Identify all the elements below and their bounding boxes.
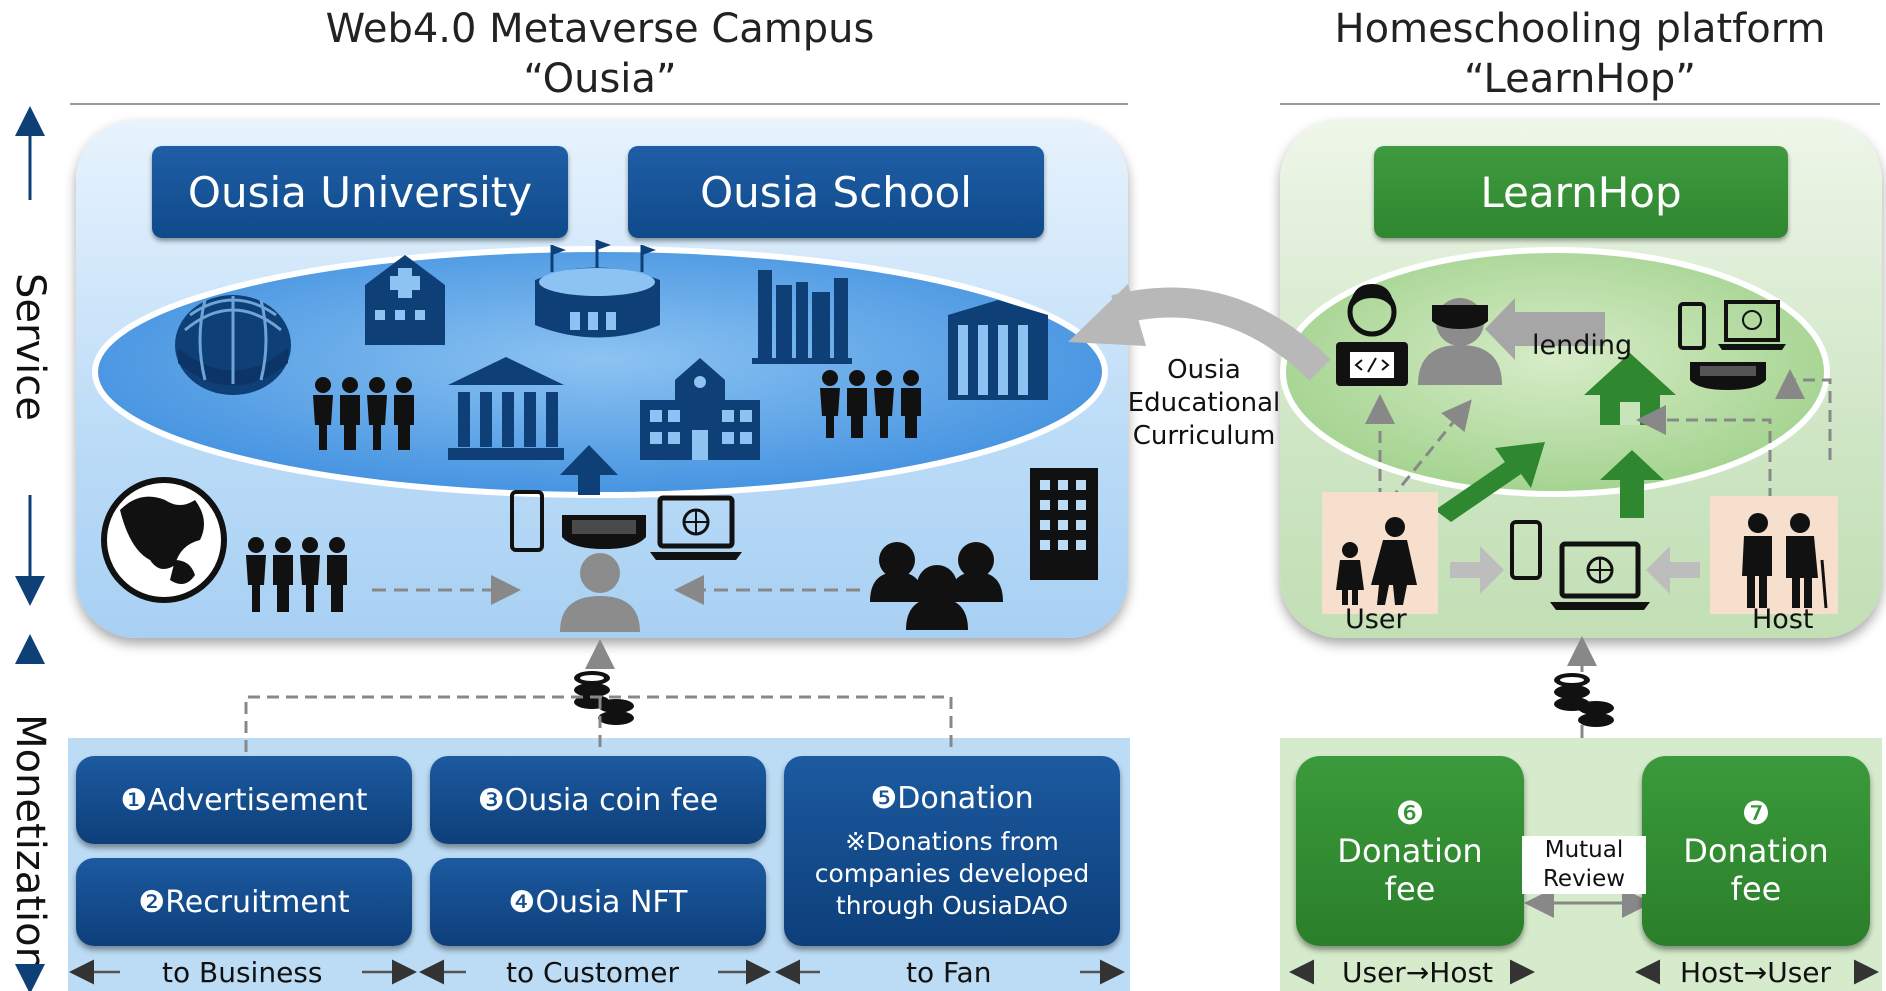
museum-icon	[948, 300, 1048, 400]
people-group-icon-2	[820, 370, 921, 438]
host-box	[1710, 496, 1838, 614]
host-label: Host	[1752, 604, 1814, 635]
coins-icon-learnhop	[1554, 673, 1614, 727]
user-label: User	[1345, 604, 1407, 635]
donation-7: Donation	[1683, 832, 1829, 870]
to-fan-label: to Fan	[906, 956, 992, 989]
people-group-icon-3	[246, 537, 347, 612]
user-to-home-arrow	[1435, 442, 1545, 522]
vr-headset-icon	[562, 515, 646, 549]
donation-note-1: ※Donations from	[845, 826, 1059, 856]
hospital-icon	[365, 255, 445, 345]
num6: ❻	[1395, 794, 1425, 832]
ousia-university-button[interactable]: Ousia University	[152, 146, 568, 238]
mutual-review-label: Mutual Review	[1522, 836, 1646, 894]
user-donation-fee-button[interactable]: ❼ Donation fee	[1642, 756, 1870, 946]
donation-title: ❺Donation	[870, 780, 1034, 816]
advertisement-button[interactable]: ❶Advertisement	[76, 756, 412, 844]
learnhop-dashed-arrows	[1365, 369, 1832, 501]
lending-arrow	[1485, 298, 1605, 360]
ousia-title: Web4.0 Metaverse Campus “Ousia”	[120, 4, 1080, 104]
ousia-title-line1: Web4.0 Metaverse Campus	[325, 6, 875, 52]
learnhop-title-line2: “LearnHop”	[1464, 56, 1696, 102]
avatar-icon	[560, 553, 640, 632]
devices-icon	[1678, 300, 1786, 390]
ousia-title-rule	[70, 103, 1128, 105]
globe-icon	[101, 477, 227, 603]
fee-6: fee	[1384, 870, 1436, 908]
learnhop-title: Homeschooling platform “LearnHop”	[1280, 4, 1880, 104]
learnhop-ellipse	[1280, 247, 1830, 497]
num7: ❼	[1741, 794, 1771, 832]
office-building-icon	[1030, 468, 1098, 580]
upload-arrow-icon	[560, 445, 618, 495]
school-icon	[640, 358, 760, 460]
dome-stadium-icon	[175, 295, 291, 395]
donation-button[interactable]: ❺Donation ※Donations from companies deve…	[784, 756, 1120, 946]
mutual-text: Mutual	[1544, 837, 1624, 863]
user-host-label: User→Host	[1342, 956, 1494, 989]
host-user-label: Host→User	[1680, 956, 1832, 989]
curriculum-label: Ousia Educational Curriculum	[1124, 354, 1284, 453]
donation-note-2: companies developed	[814, 858, 1090, 888]
learnhop-phone-icon	[1510, 520, 1542, 580]
fee-7: fee	[1730, 870, 1782, 908]
learnhop-title-rule	[1280, 103, 1880, 105]
to-customer-label: to Customer	[506, 956, 680, 989]
elderly-icon	[1742, 513, 1828, 609]
lending-label: lending	[1532, 330, 1633, 361]
curriculum-line3: Curriculum	[1132, 421, 1276, 451]
people-group-icon-1	[313, 377, 414, 450]
coin-fee-button[interactable]: ❸Ousia coin fee	[430, 756, 766, 844]
review-text: Review	[1542, 866, 1626, 892]
curriculum-arrow	[1068, 284, 1331, 381]
laptop-icon	[650, 495, 742, 560]
curriculum-line1: Ousia	[1167, 355, 1241, 385]
phone-icon	[510, 490, 544, 552]
donation-6: Donation	[1337, 832, 1483, 870]
crowd-icon	[870, 542, 1003, 630]
host-to-device-arrow	[1646, 546, 1700, 594]
ousia-school-button[interactable]: Ousia School	[628, 146, 1044, 238]
curriculum-line2: Educational	[1127, 388, 1281, 418]
children-icon	[1336, 517, 1417, 605]
learnhop-button[interactable]: LearnHop	[1374, 146, 1788, 238]
learnhop-laptop-icon	[1550, 541, 1650, 610]
device-to-home-arrow	[1600, 450, 1664, 518]
to-business-label: to Business	[162, 956, 323, 989]
museum-building-icon	[448, 357, 564, 460]
user-to-device-arrow	[1450, 546, 1504, 594]
ousia-title-line2: “Ousia”	[523, 56, 677, 102]
donation-note-3: through OusiaDAO	[835, 890, 1069, 920]
recruitment-button[interactable]: ❷Recruitment	[76, 858, 412, 946]
developer-icon	[1336, 284, 1408, 386]
learnhop-title-line1: Homeschooling platform	[1334, 6, 1826, 52]
stadium-icon	[535, 240, 660, 338]
host-donation-fee-button[interactable]: ❻ Donation fee	[1296, 756, 1524, 946]
nft-button[interactable]: ❹Ousia NFT	[430, 858, 766, 946]
books-icon	[752, 270, 852, 364]
vr-user-icon	[1418, 298, 1502, 385]
